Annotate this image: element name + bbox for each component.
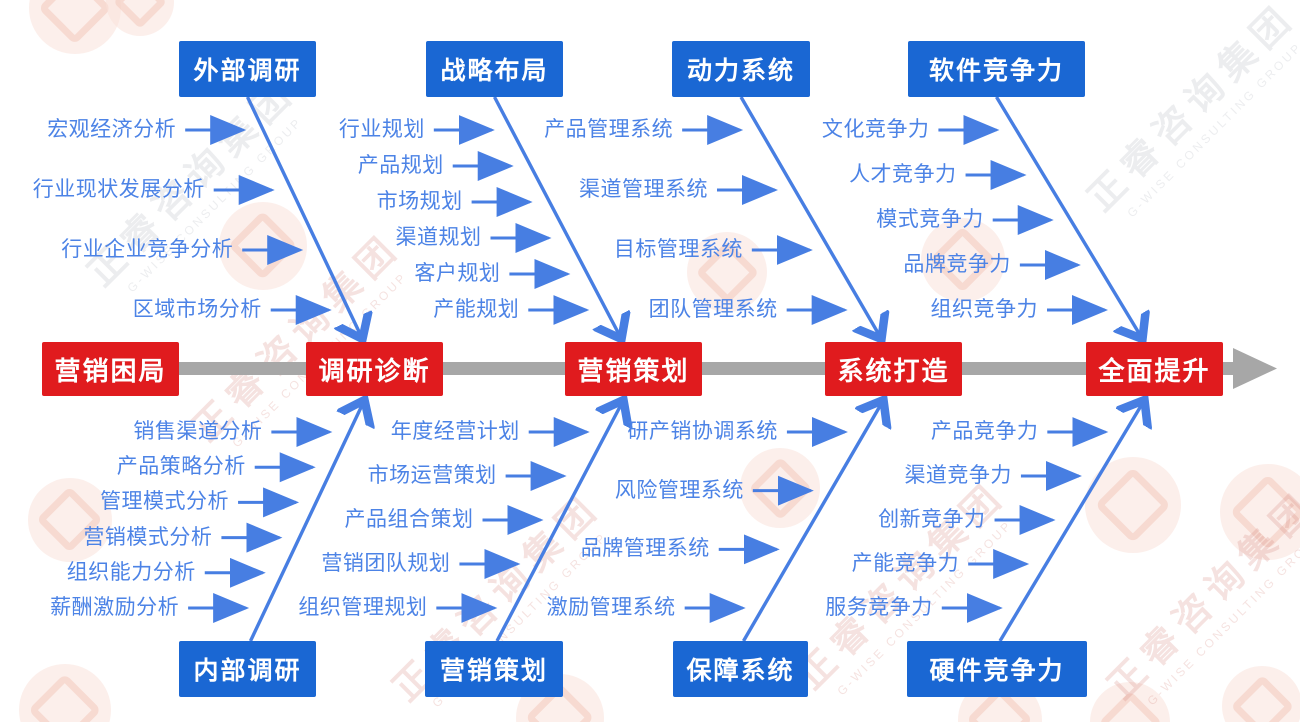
factor-label: 区域市场分析 bbox=[132, 298, 262, 321]
bottom-category-box-4: 硬件竞争力 bbox=[907, 641, 1087, 697]
factor-label: 组织竞争力 bbox=[930, 298, 1039, 321]
factor-label: 产品组合策划 bbox=[344, 508, 474, 531]
bottom-category-box-3: 保障系统 bbox=[673, 641, 808, 697]
watermark-logo bbox=[687, 232, 767, 312]
factor-label: 产品竞争力 bbox=[930, 420, 1039, 443]
factor-label: 研产销协调系统 bbox=[627, 420, 778, 443]
factor-label: 营销模式分析 bbox=[83, 525, 213, 549]
branch-line-top-2 bbox=[492, 96, 622, 339]
top-category-box-2: 战略布局 bbox=[426, 41, 563, 97]
factor-label: 薪酬激励分析 bbox=[50, 596, 180, 619]
factor-label: 行业规划 bbox=[338, 118, 425, 141]
factor-label: 组织能力分析 bbox=[66, 560, 196, 584]
factor-label: 激励管理系统 bbox=[546, 596, 676, 619]
factor-label: 客户规划 bbox=[414, 262, 501, 285]
factor-label: 产能规划 bbox=[433, 298, 520, 321]
branch-line-top-1 bbox=[245, 96, 363, 339]
top-category-box-3: 动力系统 bbox=[672, 41, 810, 97]
branch-line-bottom-2 bbox=[495, 400, 624, 642]
factor-label: 市场规划 bbox=[376, 190, 463, 213]
factor-label: 渠道管理系统 bbox=[579, 178, 708, 201]
factor-label: 团队管理系统 bbox=[648, 298, 778, 321]
factor-label: 宏观经济分析 bbox=[47, 118, 177, 141]
spine-arrowhead bbox=[1233, 348, 1277, 389]
factor-label: 销售渠道分析 bbox=[133, 420, 263, 443]
factor-label: 行业现状发展分析 bbox=[32, 178, 205, 201]
branch-line-top-3 bbox=[739, 96, 882, 339]
spine-node-2: 调研诊断 bbox=[306, 342, 443, 396]
branch-line-bottom-4 bbox=[998, 400, 1145, 642]
watermark-logo bbox=[921, 218, 1005, 302]
watermark-logo bbox=[1222, 666, 1300, 722]
factor-label: 产品规划 bbox=[357, 154, 444, 177]
branch-line-bottom-1 bbox=[248, 400, 365, 642]
spine-node-3: 营销策划 bbox=[565, 342, 702, 396]
factor-label: 风险管理系统 bbox=[614, 478, 744, 502]
bottom-category-box-1: 内部调研 bbox=[179, 641, 316, 697]
factor-label: 产品管理系统 bbox=[544, 118, 674, 141]
factor-label: 市场运营策划 bbox=[367, 464, 497, 487]
factor-label: 品牌管理系统 bbox=[580, 537, 710, 561]
top-category-box-1: 外部调研 bbox=[179, 41, 316, 97]
factor-label: 年度经营计划 bbox=[390, 420, 520, 443]
factor-label: 模式竞争力 bbox=[876, 208, 984, 231]
watermark-logo bbox=[1220, 464, 1300, 560]
factor-label: 服务竞争力 bbox=[825, 596, 933, 619]
factor-label: 渠道规划 bbox=[395, 226, 482, 249]
factor-label: 目标管理系统 bbox=[613, 238, 743, 261]
factor-label: 组织管理规划 bbox=[298, 596, 428, 619]
spine-node-5: 全面提升 bbox=[1086, 342, 1223, 396]
bottom-category-box-2: 营销策划 bbox=[425, 641, 563, 697]
branch-line-bottom-3 bbox=[742, 400, 884, 642]
watermark-logo bbox=[28, 478, 112, 562]
factor-label: 文化竞争力 bbox=[821, 118, 930, 141]
spine-node-4: 系统打造 bbox=[825, 342, 962, 396]
factor-label: 人才竞争力 bbox=[849, 163, 957, 186]
factor-label: 营销团队规划 bbox=[321, 552, 451, 575]
factor-label: 创新竞争力 bbox=[878, 508, 986, 531]
factor-label: 行业企业竞争分析 bbox=[61, 238, 234, 261]
factor-label: 产能竞争力 bbox=[851, 552, 960, 575]
factor-label: 管理模式分析 bbox=[100, 490, 230, 514]
branch-line-top-4 bbox=[995, 96, 1143, 339]
top-category-box-4: 软件竞争力 bbox=[908, 41, 1085, 97]
spine-node-1: 营销困局 bbox=[42, 342, 179, 396]
factor-label: 品牌竞争力 bbox=[903, 253, 1011, 276]
factor-label: 渠道竞争力 bbox=[904, 464, 1012, 487]
factor-label: 产品策略分析 bbox=[116, 455, 246, 479]
